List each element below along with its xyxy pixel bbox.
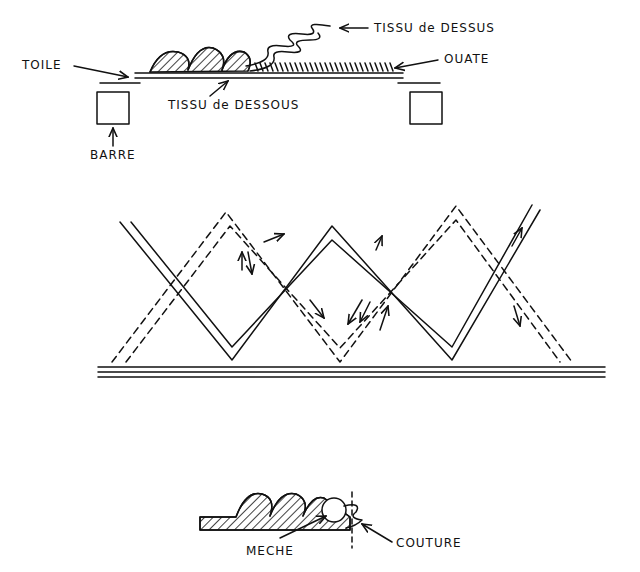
base-rail (98, 367, 605, 377)
batting-hatching (255, 63, 393, 71)
part-label: TISSU de DESSUS (374, 21, 495, 35)
toile-cloth (100, 73, 440, 83)
part-label: BARRE (90, 148, 136, 162)
batting-stroke (380, 63, 383, 71)
batting-stroke (385, 63, 388, 71)
batting-stroke (375, 63, 378, 71)
batting-stroke (390, 63, 393, 71)
part-label: TOILE (22, 58, 62, 72)
batting-stroke (285, 63, 288, 71)
part-label: OUATE (444, 52, 489, 66)
batting-stroke (290, 63, 293, 71)
part-label: TISSU de DESSOUS (168, 98, 299, 112)
batting-stroke (315, 63, 318, 71)
frame-bars (97, 92, 442, 124)
batting-stroke (340, 63, 343, 71)
batting-stroke (300, 63, 303, 71)
batting-stroke (325, 63, 328, 71)
part-label: MECHE (246, 544, 294, 558)
stitch-zigzag-solid (120, 205, 540, 360)
direction-arrows (242, 228, 522, 330)
batting-stroke (330, 63, 333, 71)
batting-stroke (280, 63, 283, 71)
quilted-top-fabric (150, 24, 330, 72)
batting-stroke (360, 63, 363, 71)
batting-stroke (365, 63, 368, 71)
batting-stroke (320, 63, 323, 71)
batting-stroke (295, 63, 298, 71)
batting-stroke (310, 63, 313, 71)
batting-stroke (275, 63, 278, 71)
batting-stroke (345, 63, 348, 71)
batting-stroke (335, 63, 338, 71)
stitch-zigzag-dashed (112, 206, 572, 362)
batting-stroke (350, 63, 353, 71)
leader-lines (74, 28, 438, 146)
seam-profile (200, 492, 392, 548)
batting-stroke (305, 63, 308, 71)
batting-stroke (370, 63, 373, 71)
part-label: COUTURE (396, 536, 462, 550)
batting-stroke (355, 63, 358, 71)
